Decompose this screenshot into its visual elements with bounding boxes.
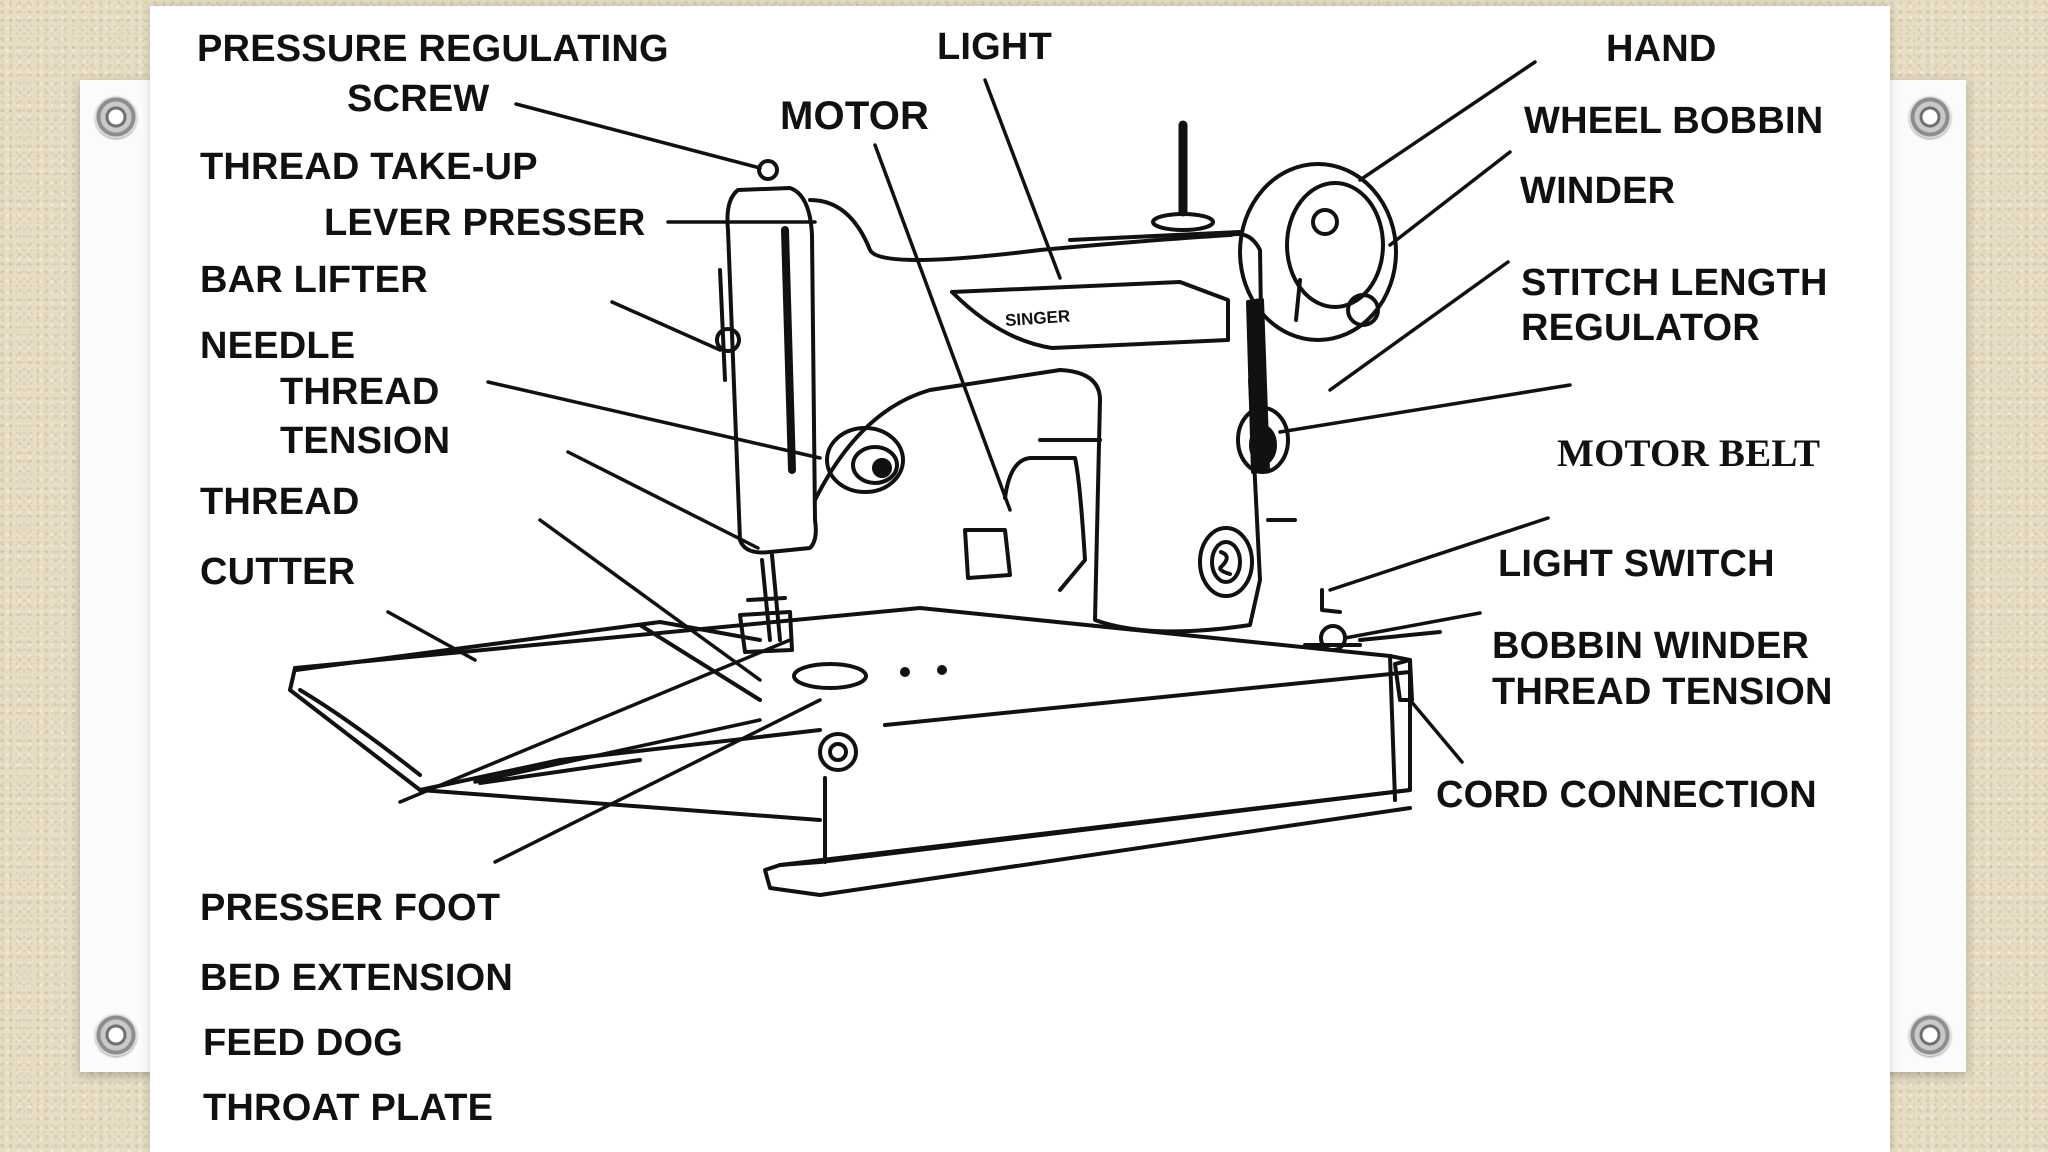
- feed-dog-dot: [937, 665, 947, 675]
- label-tension: TENSION: [280, 420, 451, 462]
- singer-logo-plate: SINGER: [950, 280, 1230, 350]
- label-thread-take-up: THREAD TAKE-UP: [200, 146, 538, 188]
- screw-hole: [818, 732, 858, 772]
- label-cord-connection: CORD CONNECTION: [1436, 774, 1817, 816]
- machine-base: [288, 606, 1412, 897]
- label-bar-lifter: BAR LIFTER: [200, 259, 428, 301]
- label-bobbin-winder: BOBBIN WINDER: [1492, 625, 1810, 667]
- machine-head: [715, 159, 818, 654]
- throat-plate-shape: [792, 662, 868, 690]
- label-pressure-regulating: PRESSURE REGULATING: [197, 28, 669, 70]
- screw-hole-inner: [828, 742, 848, 762]
- label-regulator: REGULATOR: [1521, 307, 1760, 349]
- label-bed-extension: BED EXTENSION: [200, 957, 513, 999]
- singer-emblem: [1198, 526, 1254, 598]
- singer-plate-text: SINGER: [1004, 307, 1070, 331]
- tension-assembly: [825, 406, 1290, 494]
- label-motor-belt: MOTOR BELT: [1557, 432, 1821, 475]
- label-screw: SCREW: [347, 78, 490, 120]
- label-cutter: CUTTER: [200, 551, 356, 593]
- label-thread-tension: THREAD TENSION: [1492, 671, 1833, 713]
- grommet-icon: [1909, 96, 1951, 138]
- motor: [963, 456, 1087, 592]
- bed-extension-plate: [294, 620, 822, 792]
- hand-wheel: [1238, 162, 1398, 342]
- label-thread: THREAD: [280, 371, 440, 413]
- label-presser-foot: PRESSER FOOT: [200, 887, 501, 929]
- grommet-icon: [95, 96, 137, 138]
- diagram-card: [150, 6, 1890, 1152]
- label-wheel-bobbin: WHEEL BOBBIN: [1524, 100, 1824, 142]
- label-winder: WINDER: [1520, 170, 1676, 212]
- label-needle: NEEDLE: [200, 325, 356, 367]
- machine-arm: [808, 198, 1264, 634]
- rear-fittings: [1303, 588, 1442, 702]
- pressure-screw-knob: [757, 159, 779, 181]
- grommet-icon: [1909, 1014, 1951, 1056]
- label-hand: HAND: [1606, 28, 1717, 70]
- label-light: LIGHT: [937, 26, 1052, 68]
- label-stitch-length: STITCH LENGTH: [1521, 262, 1828, 304]
- feed-dog-dot: [900, 667, 910, 677]
- label-lever-presser: LEVER PRESSER: [324, 202, 646, 244]
- leader-lines: [386, 60, 1572, 864]
- label-feed-dog: FEED DOG: [203, 1022, 404, 1064]
- label-throat-plate: THROAT PLATE: [203, 1087, 494, 1129]
- grommet-icon: [95, 1014, 137, 1056]
- label-light-switch: LIGHT SWITCH: [1498, 543, 1775, 585]
- label-thread-cutter-top: THREAD: [200, 481, 360, 523]
- spool-pin-base: [1151, 212, 1215, 232]
- label-motor: MOTOR: [780, 94, 930, 138]
